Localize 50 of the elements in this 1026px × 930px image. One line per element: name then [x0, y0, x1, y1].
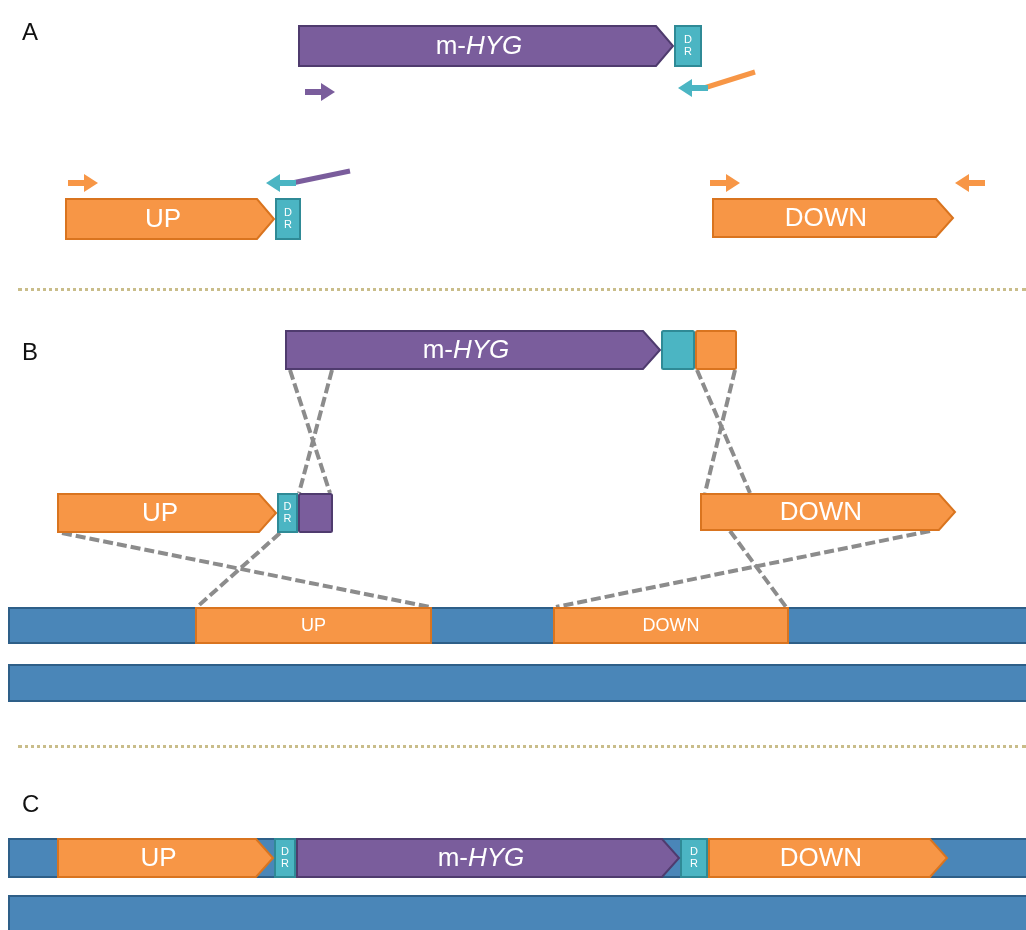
chromosome-bar — [8, 664, 1026, 702]
gene-segment — [285, 330, 661, 370]
repeat-segment — [274, 838, 296, 878]
dna-segment — [553, 607, 789, 644]
repeat-segment — [277, 493, 298, 533]
crossover-line — [297, 369, 334, 494]
segment-label: UP — [144, 205, 182, 233]
crossover-line — [195, 531, 282, 609]
chromosome-bar — [8, 838, 1026, 878]
gene-segment — [65, 198, 275, 240]
chromosome-bar — [8, 607, 1026, 644]
segment-label: m-HYG — [422, 336, 510, 364]
crossover-line — [555, 529, 931, 609]
segment-label: DOWN — [784, 204, 868, 232]
segment-label: D R — [284, 207, 292, 231]
chromosome-bar — [8, 895, 1026, 930]
segment-label: m-HYG — [437, 844, 525, 872]
segment-label: D R — [690, 846, 698, 870]
crossover-line — [703, 369, 737, 494]
dna-segment — [195, 607, 432, 644]
crossover-line — [288, 369, 332, 494]
panel-letter: B — [22, 338, 38, 366]
gene-segment — [700, 493, 956, 531]
repeat-segment — [695, 330, 737, 370]
gene-segment — [712, 198, 954, 238]
gene-segment — [296, 838, 680, 878]
gene-segment — [57, 838, 274, 878]
repeat-segment — [661, 330, 695, 370]
repeat-segment — [275, 198, 301, 240]
repeat-segment — [680, 838, 708, 878]
repeat-segment — [674, 25, 702, 67]
repeat-segment — [298, 493, 333, 533]
panel-letter: C — [22, 790, 40, 818]
gene-segment — [57, 493, 277, 533]
gene-segment — [708, 838, 948, 878]
panel-letter: A — [22, 18, 38, 46]
crossover-line — [61, 531, 431, 609]
segment-label: m-HYG — [435, 32, 523, 60]
crossover-line — [728, 529, 788, 609]
crossover-line — [695, 369, 752, 494]
segment-label: DOWN — [779, 498, 863, 526]
segment-label: DOWN — [642, 616, 700, 635]
segment-label: UP — [301, 616, 326, 635]
segment-label: D R — [281, 846, 289, 870]
segment-label: UP — [141, 499, 179, 527]
segment-label: D R — [283, 501, 292, 525]
segment-label: UP — [140, 844, 177, 872]
segment-label: DOWN — [779, 844, 863, 872]
segment-label: D R — [684, 34, 692, 58]
gene-segment — [298, 25, 674, 67]
